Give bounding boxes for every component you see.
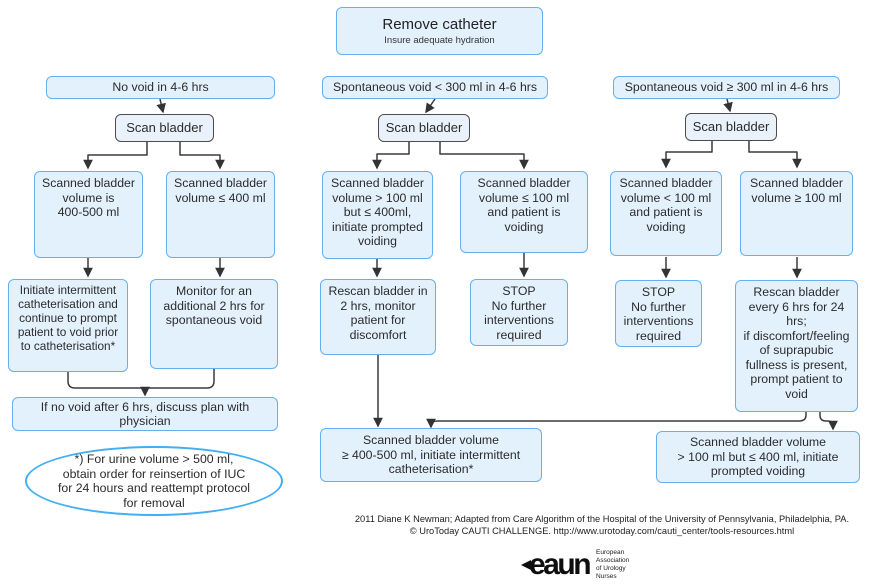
node-middle-scan-bladder: Scan bladder	[378, 114, 470, 142]
node-middle-volume-100-400: Scanned bladder volume > 100 ml but ≤ 40…	[322, 171, 433, 259]
node-middle-volume-le-100: Scanned bladder volume ≤ 100 ml and pati…	[460, 171, 588, 253]
left-volume-400-500-label: Scanned bladder volume is 400-500 ml	[42, 176, 135, 219]
middle-volume-100-400-label: Scanned bladder volume > 100 ml but ≤ 40…	[331, 176, 424, 248]
footer-credits: 2011 Diane K Newman; Adapted from Care A…	[335, 513, 869, 537]
node-left-volume-400-500: Scanned bladder volume is 400-500 ml	[34, 171, 143, 258]
node-middle-stop: STOP No further interventions required	[470, 279, 568, 346]
logo-acronym: eaun	[529, 548, 592, 582]
node-left-no-void-6hrs: If no void after 6 hrs, discuss plan wit…	[12, 397, 278, 431]
node-left-monitor-2hrs: Monitor for an additional 2 hrs for spon…	[150, 279, 278, 369]
middle-outcome-label: Scanned bladder volume ≥ 400-500 ml, ini…	[341, 433, 521, 477]
node-right-rescan-6hrs: Rescan bladder every 6 hrs for 24 hrs; i…	[735, 280, 858, 412]
left-no-void-6hrs-label: If no void after 6 hrs, discuss plan wit…	[40, 399, 250, 429]
right-scan-label: Scan bladder	[692, 119, 770, 135]
middle-stop-body: No further interventions required	[484, 298, 554, 342]
logo-arrow-icon	[521, 560, 531, 571]
node-right-header: Spontaneous void ≥ 300 ml in 4-6 hrs	[613, 76, 840, 99]
right-rescan-6hrs-label: Rescan bladder every 6 hrs for 24 hrs; i…	[743, 285, 850, 401]
middle-rescan-2hrs-label: Rescan bladder in 2 hrs, monitor patient…	[328, 284, 428, 342]
middle-scan-label: Scan bladder	[385, 120, 463, 136]
eaun-logo: eaun European Association of Urology Nur…	[521, 549, 629, 582]
right-volume-lt-100-label: Scanned bladder volume < 100 ml and pati…	[619, 176, 713, 234]
right-volume-ge-100-label: Scanned bladder volume ≥ 100 ml	[750, 176, 843, 205]
left-header-label: No void in 4-6 hrs	[112, 80, 209, 95]
right-outcome-label: Scanned bladder volume > 100 ml but ≤ 40…	[677, 435, 839, 479]
node-middle-outcome: Scanned bladder volume ≥ 400-500 ml, ini…	[320, 428, 542, 482]
middle-header-label: Spontaneous void < 300 ml in 4-6 hrs	[332, 80, 538, 95]
left-initiate-catheterisation-label: Initiate intermittent catheterisation an…	[17, 283, 119, 353]
node-left-header: No void in 4-6 hrs	[46, 76, 275, 99]
middle-stop-title: STOP	[502, 284, 536, 298]
node-right-volume-lt-100: Scanned bladder volume < 100 ml and pati…	[610, 171, 722, 256]
footer-line2: © UroToday CAUTI CHALLENGE. http://www.u…	[409, 526, 795, 537]
node-left-initiate-catheterisation: Initiate intermittent catheterisation an…	[8, 279, 128, 372]
right-stop-body: No further interventions required	[623, 299, 694, 343]
node-right-outcome: Scanned bladder volume > 100 ml but ≤ 40…	[656, 431, 860, 483]
node-middle-rescan-2hrs: Rescan bladder in 2 hrs, monitor patient…	[320, 279, 436, 355]
node-left-scan-bladder: Scan bladder	[115, 114, 214, 142]
node-remove-catheter: Remove catheter Insure adequate hydratio…	[336, 7, 543, 55]
node-urine-volume-note: *) For urine volume > 500 ml, obtain ord…	[25, 446, 283, 516]
remove-catheter-subtitle: Insure adequate hydration	[384, 35, 495, 47]
left-monitor-2hrs-label: Monitor for an additional 2 hrs for spon…	[163, 284, 265, 327]
left-volume-le-400-label: Scanned bladder volume ≤ 400 ml	[174, 176, 267, 205]
node-left-volume-le-400: Scanned bladder volume ≤ 400 ml	[166, 171, 275, 258]
footer-line1: 2011 Diane K Newman; Adapted from Care A…	[354, 514, 850, 524]
node-right-stop: STOP No further interventions required	[615, 280, 702, 347]
left-scan-label: Scan bladder	[126, 120, 203, 136]
node-right-volume-ge-100: Scanned bladder volume ≥ 100 ml	[740, 171, 853, 256]
node-right-scan-bladder: Scan bladder	[685, 113, 777, 141]
node-middle-header: Spontaneous void < 300 ml in 4-6 hrs	[322, 76, 548, 99]
right-header-label: Spontaneous void ≥ 300 ml in 4-6 hrs	[624, 80, 829, 95]
middle-volume-le-100-label: Scanned bladder volume ≤ 100 ml and pati…	[477, 176, 571, 234]
remove-catheter-title: Remove catheter	[382, 15, 497, 33]
urine-volume-note-label: *) For urine volume > 500 ml, obtain ord…	[57, 452, 251, 510]
right-stop-title: STOP	[641, 285, 676, 299]
logo-full-name: European Association of Urology Nurses	[596, 549, 630, 581]
logo-mark: eaun	[521, 548, 592, 582]
